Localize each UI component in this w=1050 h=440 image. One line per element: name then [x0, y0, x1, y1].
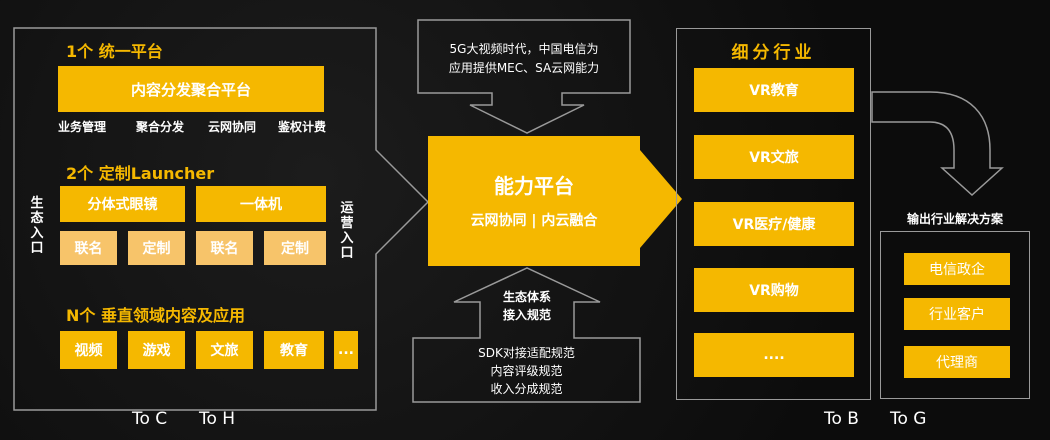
bottom-label-to-b: To B [824, 409, 859, 429]
vertical-box: 视频 [60, 331, 117, 369]
launcher-type-box: 一体机 [196, 186, 326, 222]
launcher-option-box: 定制 [264, 231, 326, 265]
left-frame-arrow-outline [13, 27, 430, 411]
top-note: 5G大视频时代，中国电信为 应用提供MEC、SA云网能力 [418, 40, 630, 78]
eco-spec-title-line: 接入规范 [502, 308, 551, 322]
platform-box: 内容分发聚合平台 [58, 66, 324, 112]
launcher-type-box: 分体式眼镜 [60, 186, 185, 222]
bottom-label-to-c: To C [132, 409, 168, 429]
capability-title: 能力平台 [494, 174, 574, 198]
industry-item: .... [694, 333, 854, 377]
bottom-up-arrow-outline [412, 267, 641, 403]
vertical-box: ... [334, 331, 358, 369]
industry-title: 细分行业 [731, 43, 816, 63]
eco-spec-item: 收入分成规范 [490, 382, 563, 396]
eco-spec-item: 内容评级规范 [490, 364, 563, 378]
launcher-option-box: 定制 [128, 231, 185, 265]
bottom-label-to-h: To H [199, 409, 236, 429]
solutions-panel [880, 231, 1030, 399]
section1-title: 1个 统一平台 [66, 42, 163, 61]
solution-item: 代理商 [904, 346, 1010, 378]
vertical-box: 文旅 [196, 331, 253, 369]
curved-arrow-outline [871, 91, 1004, 197]
vertical-box: 游戏 [128, 331, 185, 369]
industry-item: VR文旅 [694, 135, 854, 179]
industry-panel [676, 28, 871, 400]
ops-entry-label: 运营入口 [340, 201, 354, 261]
top-note-line: 应用提供MEC、SA云网能力 [448, 61, 600, 75]
industry-item: VR教育 [694, 68, 854, 112]
capability-arrow [428, 136, 682, 266]
launcher-option-box: 联名 [60, 231, 117, 265]
top-down-arrow-outline [417, 19, 631, 134]
platform-item: 鉴权计费 [278, 120, 327, 134]
launcher-option-box: 联名 [196, 231, 253, 265]
eco-spec-title-line: 生态体系 [502, 290, 551, 304]
eco-spec-list: SDK对接适配规范 内容评级规范 收入分成规范 [413, 344, 640, 398]
vertical-box: 教育 [264, 331, 324, 369]
top-note-line: 5G大视频时代，中国电信为 [449, 42, 599, 56]
platform-item: 云网协同 [208, 120, 257, 134]
section2-title: 2个 定制Launcher [66, 164, 215, 183]
eco-entry-label: 生态入口 [30, 196, 44, 256]
section3-title: N个 垂直领域内容及应用 [66, 306, 245, 325]
solutions-title: 输出行业解决方案 [906, 212, 1003, 226]
platform-item: 业务管理 [58, 120, 107, 134]
bottom-label-to-g: To G [890, 409, 927, 429]
capability-subtitle: 云网协同 | 内云融合 [470, 213, 598, 229]
industry-item: VR医疗/健康 [694, 202, 854, 246]
industry-item: VR购物 [694, 268, 854, 312]
eco-spec-item: SDK对接适配规范 [478, 346, 575, 360]
platform-item: 聚合分发 [136, 120, 185, 134]
eco-spec-title: 生态体系 接入规范 [480, 288, 574, 324]
solution-item: 行业客户 [904, 298, 1010, 330]
solution-item: 电信政企 [904, 253, 1010, 285]
